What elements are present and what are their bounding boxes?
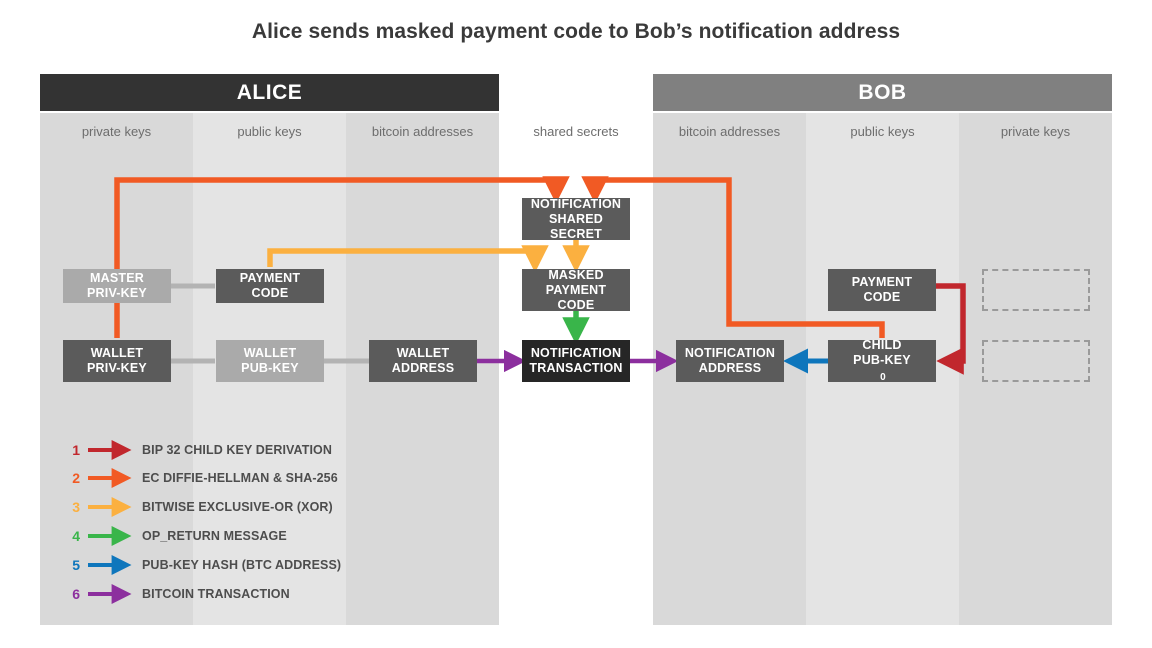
page-title: Alice sends masked payment code to Bob’s… — [251, 20, 901, 43]
column-header-alice-public: public keys — [237, 124, 302, 139]
legend-number: 1 — [72, 442, 80, 458]
legend-number: 6 — [72, 586, 80, 602]
node-line2: PUB-KEY — [853, 353, 911, 367]
column-header-bob-addresses: bitcoin addresses — [678, 124, 781, 139]
node-bob-private-placeholder-1 — [982, 269, 1090, 311]
legend-label: OP_RETURN MESSAGE — [142, 529, 287, 543]
column-header-shared-secrets: shared secrets — [533, 124, 619, 139]
node-line1: CHILD — [862, 338, 902, 352]
legend-label: PUB-KEY HASH (BTC ADDRESS) — [142, 558, 342, 572]
arrow-payment-code-to-masked-code — [267, 245, 549, 273]
node-line2: PRIV-KEY — [87, 361, 147, 375]
legend-label: BITCOIN TRANSACTION — [142, 587, 290, 601]
node-line2-wrap: PUB-KEY 0 — [845, 353, 919, 384]
node-line2: SHARED SECRET — [549, 211, 603, 241]
node-bob-child-pubkey[interactable]: CHILD PUB-KEY 0 — [828, 338, 936, 384]
node-line1: PAYMENT — [851, 275, 913, 289]
node-line1: MASKED — [548, 267, 604, 282]
column-bob-private: private keys — [959, 113, 1112, 625]
node-line1: NOTIFICATION — [530, 346, 622, 360]
arrow-bob-payment-code-to-childpubkey — [934, 283, 966, 375]
legend-label: BIP 32 CHILD KEY DERIVATION — [142, 443, 333, 457]
node-line1: PAYMENT — [239, 271, 301, 285]
legend-number: 4 — [72, 528, 80, 544]
party-band-bob: BOB — [653, 74, 1112, 111]
arrow-alice-privkey-to-shared-secret — [114, 176, 570, 338]
column-header-bob-public: public keys — [850, 124, 915, 139]
column-header-alice-addresses: bitcoin addresses — [371, 124, 474, 139]
node-line2: PRIV-KEY — [87, 286, 147, 300]
node-line1: WALLET — [90, 346, 144, 360]
node-line2: ADDRESS — [698, 361, 762, 375]
legend-label: EC DIFFIE-HELLMAN & SHA-256 — [142, 471, 338, 485]
legend-arrow-icon — [88, 440, 132, 460]
legend-arrow-icon — [88, 526, 132, 546]
node-line2: ADDRESS — [391, 361, 455, 375]
legend-arrow-icon — [88, 497, 132, 517]
column-header-alice-private: private keys — [81, 124, 152, 139]
node-line1: NOTIFICATION — [684, 346, 776, 360]
party-band-alice: ALICE — [40, 74, 499, 111]
legend-arrow-icon — [88, 555, 132, 575]
legend-number: 2 — [72, 470, 80, 486]
node-line1: WALLET — [243, 346, 297, 360]
legend-arrow-icon — [88, 584, 132, 604]
node-subscript: 0 — [880, 372, 886, 383]
node-bob-private-placeholder-2 — [982, 340, 1090, 382]
node-line1: NOTIFICATION — [530, 196, 622, 211]
legend-number: 5 — [72, 557, 80, 573]
legend-number: 3 — [72, 499, 80, 515]
node-line1: MASTER — [90, 271, 144, 285]
arrow-bob-childpubkey-to-shared-secret — [581, 176, 885, 338]
node-line2: CODE — [863, 290, 901, 304]
column-header-bob-private: private keys — [1000, 124, 1071, 139]
legend-label: BITWISE EXCLUSIVE-OR (XOR) — [142, 500, 333, 514]
node-line2: PUB-KEY — [241, 361, 299, 375]
node-line2: CODE — [251, 286, 289, 300]
node-line2: PAYMENT CODE — [545, 282, 607, 312]
legend-arrow-icon — [88, 468, 132, 488]
node-line2: TRANSACTION — [529, 361, 623, 375]
node-line1: WALLET — [396, 346, 450, 360]
